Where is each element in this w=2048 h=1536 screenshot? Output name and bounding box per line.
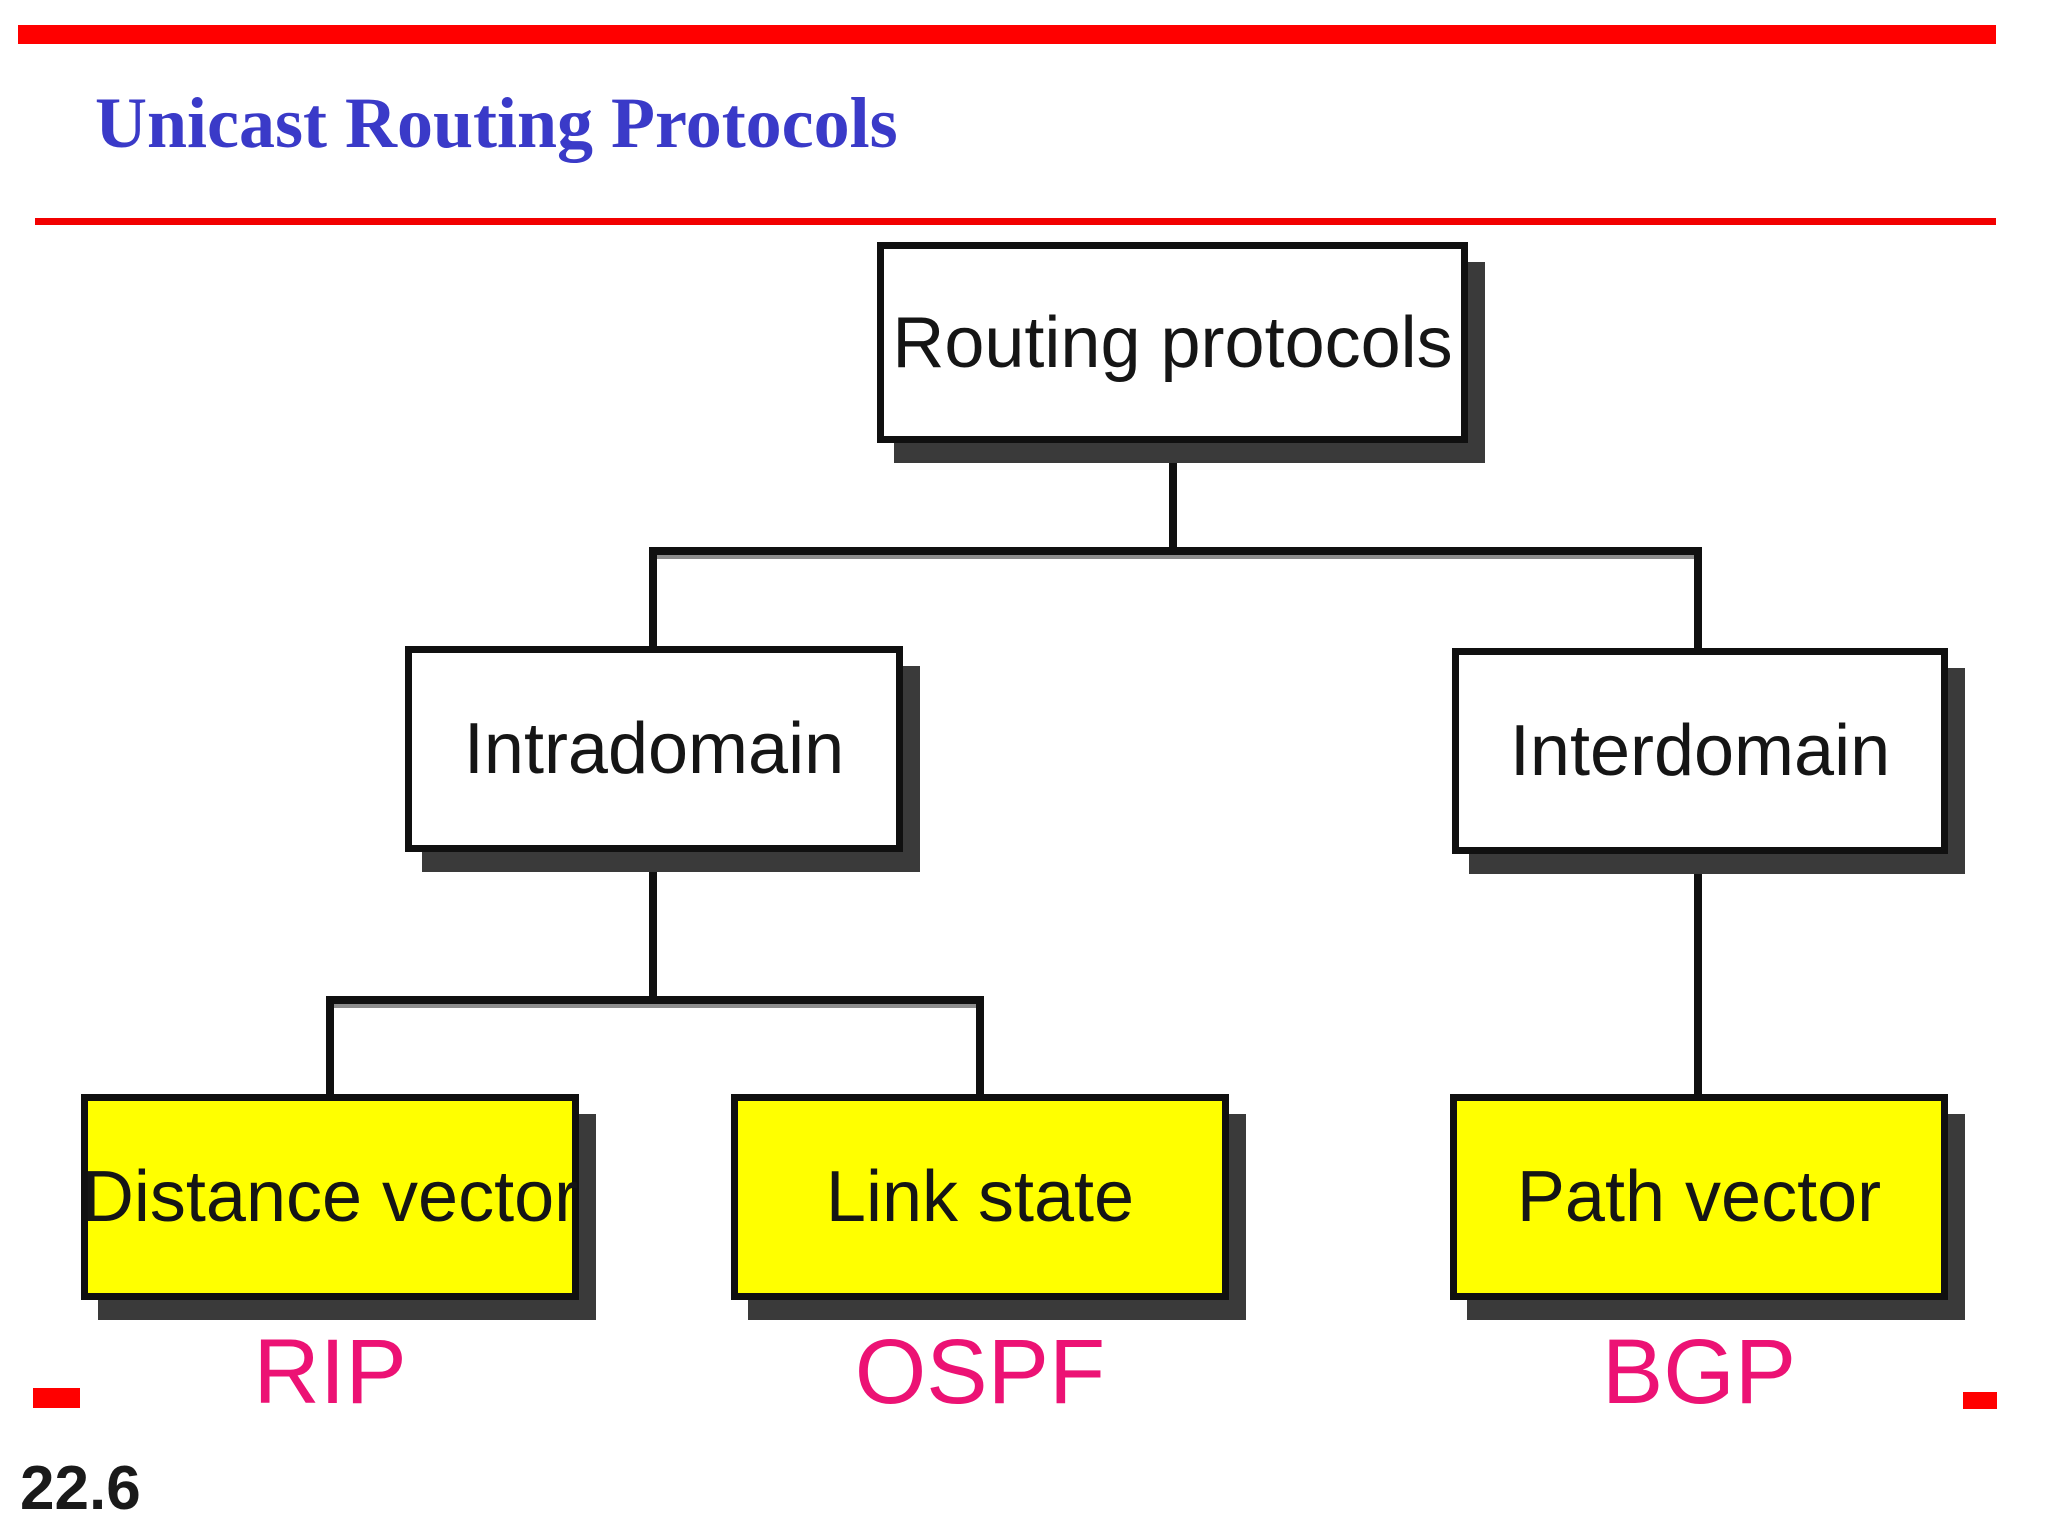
node-label: Intradomain bbox=[463, 709, 845, 789]
node-label: Routing protocols bbox=[892, 302, 1453, 383]
node-label: Distance vector bbox=[81, 1157, 579, 1237]
connector-leaf-horizontal bbox=[326, 996, 984, 1004]
red-dash-right bbox=[1963, 1392, 1997, 1409]
connector-path-vector-drop bbox=[1694, 852, 1702, 1098]
connector-intradomain-trunk bbox=[649, 850, 657, 1004]
connector-interdomain-drop bbox=[1694, 551, 1702, 654]
connector-intradomain-drop bbox=[649, 551, 657, 652]
connector-root-trunk bbox=[1169, 440, 1177, 554]
protocol-label-ospf: OSPF bbox=[854, 1321, 1106, 1423]
protocol-label-bgp: BGP bbox=[1601, 1321, 1797, 1423]
node-distance-vector: Distance vector bbox=[81, 1094, 579, 1300]
node-link-state: Link state bbox=[731, 1094, 1229, 1300]
connector-distance-vector-drop bbox=[326, 1000, 334, 1098]
node-path-vector: Path vector bbox=[1450, 1094, 1948, 1300]
page-title: Unicast Routing Protocols bbox=[95, 83, 898, 163]
connector-link-state-drop bbox=[976, 1000, 984, 1098]
slide-number: 22.6 bbox=[20, 1454, 141, 1523]
title-underline bbox=[35, 218, 1996, 225]
node-intradomain: Intradomain bbox=[405, 646, 903, 852]
node-label: Link state bbox=[825, 1157, 1135, 1237]
red-dash-left bbox=[33, 1388, 80, 1408]
connector-branch-horizontal bbox=[649, 547, 1702, 555]
node-interdomain: Interdomain bbox=[1452, 648, 1948, 854]
top-red-bar bbox=[18, 25, 1996, 44]
node-routing-protocols: Routing protocols bbox=[877, 242, 1468, 443]
protocol-label-rip: RIP bbox=[253, 1321, 407, 1423]
node-label: Path vector bbox=[1516, 1157, 1882, 1237]
node-label: Interdomain bbox=[1509, 711, 1891, 791]
